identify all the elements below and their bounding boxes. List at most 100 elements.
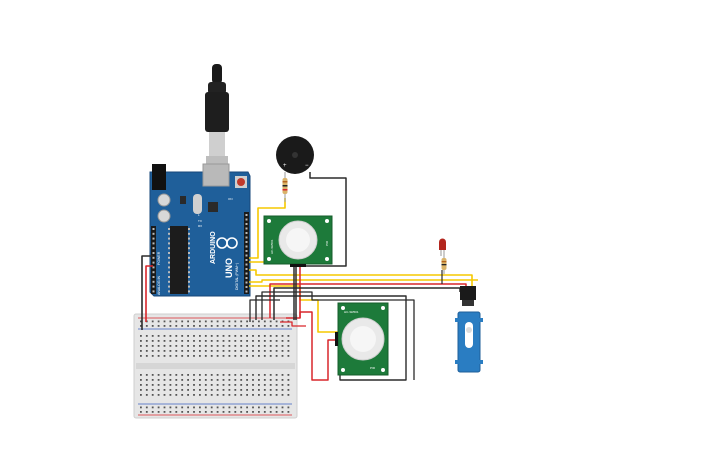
breadboard-hole [140, 340, 142, 342]
breadboard-hole [246, 394, 248, 396]
breadboard-hole [263, 340, 266, 342]
breadboard-hole [204, 374, 207, 376]
breadboard-hole [246, 374, 248, 376]
breadboard-hole [181, 355, 184, 357]
breadboard-hole [163, 345, 166, 347]
wire-black-buzzer [295, 172, 347, 320]
breadboard-hole [199, 406, 201, 409]
breadboard-hole [199, 374, 201, 376]
breadboard-hole [234, 325, 237, 327]
breadboard-hole [210, 335, 213, 337]
breadboard-hole [175, 320, 178, 323]
breadboard-hole [222, 374, 225, 376]
piezo-buzzer[interactable]: + − [276, 136, 314, 174]
breadboard-hole [145, 340, 148, 342]
breadboard-hole [234, 379, 237, 381]
chip-pin [188, 242, 190, 245]
digital-pin [245, 281, 248, 284]
breadboard-hole [228, 374, 231, 376]
breadboard-hole [193, 406, 195, 409]
breadboard-hole [169, 335, 172, 337]
breadboard-hole [151, 394, 154, 396]
breadboard-hole [234, 389, 237, 391]
breadboard-hole [216, 379, 219, 381]
breadboard-hole [210, 325, 213, 327]
breadboard-hole [204, 389, 207, 391]
breadboard-hole [216, 345, 219, 347]
breadboard-hole [258, 384, 260, 386]
micro-servo[interactable] [455, 286, 483, 373]
breadboard-hole [216, 389, 219, 391]
breadboard-hole [169, 340, 172, 342]
breadboard-hole [169, 389, 172, 391]
breadboard-hole [157, 411, 160, 413]
breadboard-hole [157, 406, 160, 409]
breadboard-hole [281, 374, 284, 376]
digital-pin-header [245, 214, 248, 293]
breadboard-hole [222, 394, 225, 396]
digital-pin [245, 254, 248, 257]
breadboard-hole [210, 384, 213, 386]
breadboard-hole [258, 411, 260, 413]
breadboard-hole [216, 340, 219, 342]
breadboard-hole [199, 335, 201, 337]
digital-pin [245, 223, 248, 225]
breadboard-hole [281, 350, 284, 352]
breadboard-hole [275, 340, 278, 342]
power-pin [152, 228, 155, 230]
breadboard-hole [145, 374, 148, 376]
digital-pin [245, 259, 248, 261]
breadboard-hole [181, 379, 184, 381]
digital-pin [245, 286, 248, 288]
power-pin-header [152, 228, 155, 293]
breadboard-hole [258, 406, 260, 409]
breadboard-hole [258, 335, 260, 337]
buzzer-plus-label: + [283, 163, 287, 169]
chip-pin [188, 237, 190, 240]
pir-sensor-top[interactable]: HC-SR501 PIR [263, 215, 333, 267]
breadboard-hole [222, 335, 225, 337]
chip-pin [168, 290, 170, 293]
breadboard-hole [275, 411, 278, 413]
breadboard-hole [157, 325, 160, 327]
pir-sensor-bottom[interactable]: HC-SR501 PIR [335, 302, 389, 376]
breadboard-hole [222, 411, 225, 413]
pir-bottom-type-label: PIR [370, 366, 376, 370]
breadboard-hole [169, 384, 172, 386]
breadboard-hole [210, 406, 213, 409]
breadboard-hole [151, 389, 154, 391]
breadboard-hole [140, 325, 142, 327]
red-led[interactable] [439, 238, 446, 256]
breadboard-hole [228, 379, 231, 381]
power-pin [152, 252, 155, 254]
breadboard-hole [169, 406, 172, 409]
power-pin [152, 256, 155, 259]
arduino-uno-board[interactable]: ARDUINO UNO DIGITAL (PWM~) POWER ANALOG … [149, 163, 251, 297]
breadboard-hole [193, 345, 195, 347]
breadboard-hole [263, 374, 266, 376]
breadboard-hole [145, 325, 148, 327]
breadboard-hole [246, 355, 248, 357]
breadboard-hole [269, 320, 272, 323]
buzzer-resistor[interactable] [282, 172, 288, 202]
breadboard-hole [210, 379, 213, 381]
breadboard-hole [228, 384, 231, 386]
led-resistor[interactable] [441, 256, 447, 274]
breadboard-hole [222, 406, 225, 409]
breadboard-hole [234, 355, 237, 357]
breadboard-hole [228, 340, 231, 342]
breadboard-hole [222, 355, 225, 357]
breadboard-hole [193, 325, 195, 327]
usb-cable[interactable] [205, 64, 229, 170]
buzzer-minus-label: − [305, 163, 309, 169]
breadboard-hole [145, 406, 148, 409]
breadboard-hole [151, 350, 154, 352]
breadboard-hole [145, 379, 148, 381]
pir-bottom-model-label: HC-SR501 [344, 310, 359, 314]
breadboard[interactable] [133, 313, 298, 419]
digital-pin [245, 268, 248, 270]
breadboard-hole [263, 384, 266, 386]
breadboard-hole [287, 325, 290, 327]
breadboard-hole [287, 406, 290, 409]
breadboard-hole [210, 389, 213, 391]
